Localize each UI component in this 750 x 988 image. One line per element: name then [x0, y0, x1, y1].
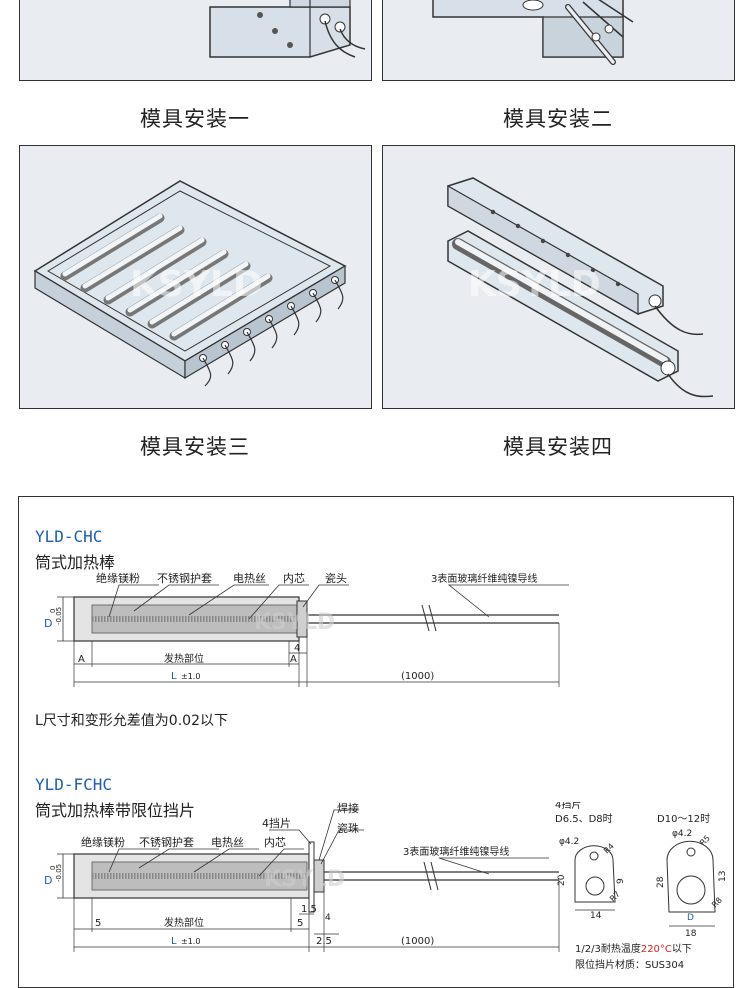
temp-note-prefix: 1/2/3耐热温度	[575, 942, 641, 955]
label-stop-plate: 4挡片	[262, 816, 291, 830]
label-lead-wire-2: 3表面玻璃纤维纯镍导线	[403, 845, 509, 858]
temp-note: 1/2/3耐热温度220°C以下	[575, 942, 692, 955]
label-sleeve: 不锈钢护套	[157, 571, 212, 585]
dim-diameter-tol-top-2: 0	[49, 866, 57, 870]
label-wire-2: 电热丝	[211, 836, 244, 849]
label-sleeve-2: 不锈钢护套	[139, 835, 194, 849]
dim-2-5: 2.5	[316, 936, 332, 947]
title-cartridge-heater-with-stop: 筒式加热棒带限位挡片	[35, 801, 196, 820]
temp-note-value: 220°C	[641, 944, 672, 955]
temp-note-suffix: 以下	[672, 944, 692, 955]
mold-install-illustration-2	[432, 0, 634, 65]
plate-b-side: 13	[718, 871, 728, 882]
mold-install-image-4: KSYLD	[382, 145, 735, 409]
dim-diameter-tol-top: 0	[49, 609, 57, 613]
technical-drawing-frame: YLD-CHC 筒式加热棒 绝缘镁粉 不锈钢护套 电热丝 内芯 瓷头 3表面玻璃…	[18, 496, 734, 988]
dim-4: 4	[294, 643, 300, 654]
stop-plate-detail-large: D10～12时 φ4.2 R5 28 13 D R8 18	[656, 813, 728, 939]
watermark-text-2: KSYLD	[468, 264, 601, 305]
caption-install-2: 模具安装二	[503, 107, 613, 131]
dim-heat-zone-2: 发热部位	[164, 916, 204, 929]
dim-length-2: L	[171, 936, 177, 947]
dim-5-right: 5	[297, 918, 303, 929]
watermark-drawing-2: KSYLD	[264, 867, 345, 892]
dim-diameter-tol-bottom: -0.05	[55, 607, 63, 625]
plate-b-dia: D	[687, 913, 694, 923]
dim-lead-length: (1000)	[401, 671, 434, 682]
plate-b-title: D10～12时	[657, 813, 710, 825]
plate-b-height: 28	[656, 876, 666, 888]
dim-diameter-tol-bottom-2: -0.05	[55, 864, 63, 882]
caption-install-1: 模具安装一	[140, 107, 250, 131]
model-yld-chc: YLD-CHC	[35, 527, 103, 546]
plate-a-title2: D6.5、D8时	[555, 813, 613, 825]
label-core-2: 内芯	[264, 835, 286, 849]
mold-install-illustration-3: KSYLD	[33, 180, 347, 387]
plate-a-height: 20	[557, 874, 567, 886]
mold-install-image-2	[382, 0, 735, 81]
watermark-drawing-1: KSYLD	[254, 610, 335, 635]
label-weld: 焊接	[337, 802, 359, 815]
watermark-text: KSYLD	[130, 264, 263, 305]
label-wire: 电热丝	[233, 572, 266, 585]
dim-diameter: D	[44, 617, 52, 630]
mold-install-illustration-4: KSYLD	[447, 177, 714, 398]
model-yld-fchc: YLD-FCHC	[35, 775, 113, 794]
caption-install-3: 模具安装三	[140, 435, 250, 459]
title-cartridge-heater: 筒式加热棒	[35, 553, 116, 572]
drawing-yld-chc: 绝缘镁粉 不锈钢护套 电热丝 内芯 瓷头 3表面玻璃纤维纯镍导线 D 0 -0.…	[44, 571, 569, 687]
stop-plate-detail-small: 4挡片 D6.5、D8时 φ4.2 R4 20 9 R7 14	[555, 802, 626, 921]
mold-install-image-1	[19, 0, 372, 81]
dim-5-left: 5	[95, 918, 101, 929]
plate-a-hole: φ4.2	[559, 837, 579, 847]
label-insulation-2: 绝缘镁粉	[81, 835, 125, 849]
dim-heat-zone: 发热部位	[164, 652, 204, 665]
note-tolerance: L尺寸和变形允差值为0.02以下	[35, 713, 228, 729]
dim-a-left: A	[78, 654, 85, 665]
plate-b-hole: φ4.2	[672, 829, 692, 839]
dim-4-2: 4	[325, 913, 331, 923]
dim-diameter-2: D	[44, 874, 52, 887]
plate-a-width: 14	[590, 911, 602, 921]
label-insulation: 绝缘镁粉	[96, 571, 140, 585]
label-lead-wire: 3表面玻璃纤维纯镍导线	[431, 572, 537, 585]
label-ceramic-bead: 瓷珠	[337, 821, 359, 835]
drawing-yld-fchc: 绝缘镁粉 不锈钢护套 电热丝 内芯 4挡片 焊接 瓷珠 3表面玻璃纤维纯镍导线 …	[44, 802, 728, 971]
plate-a-title1: 4挡片	[555, 802, 581, 811]
mold-install-image-3: KSYLD	[19, 145, 372, 409]
label-core: 内芯	[283, 571, 305, 585]
dim-a-right: A	[290, 654, 297, 665]
dim-length-tol: ±1.0	[181, 672, 200, 681]
plate-a-dia: 9	[616, 878, 626, 884]
dim-lead-length-2: (1000)	[401, 936, 434, 947]
dim-length-tol-2: ±1.0	[181, 937, 200, 946]
label-ceramic-head: 瓷头	[325, 571, 347, 585]
dim-length: L	[171, 671, 177, 682]
plate-b-width: 18	[685, 929, 697, 939]
material-note: 限位挡片材质：SUS304	[575, 958, 684, 971]
mold-install-illustration-1	[209, 0, 366, 58]
dim-1-5: 1.5	[301, 904, 317, 915]
caption-install-4: 模具安装四	[503, 435, 613, 459]
